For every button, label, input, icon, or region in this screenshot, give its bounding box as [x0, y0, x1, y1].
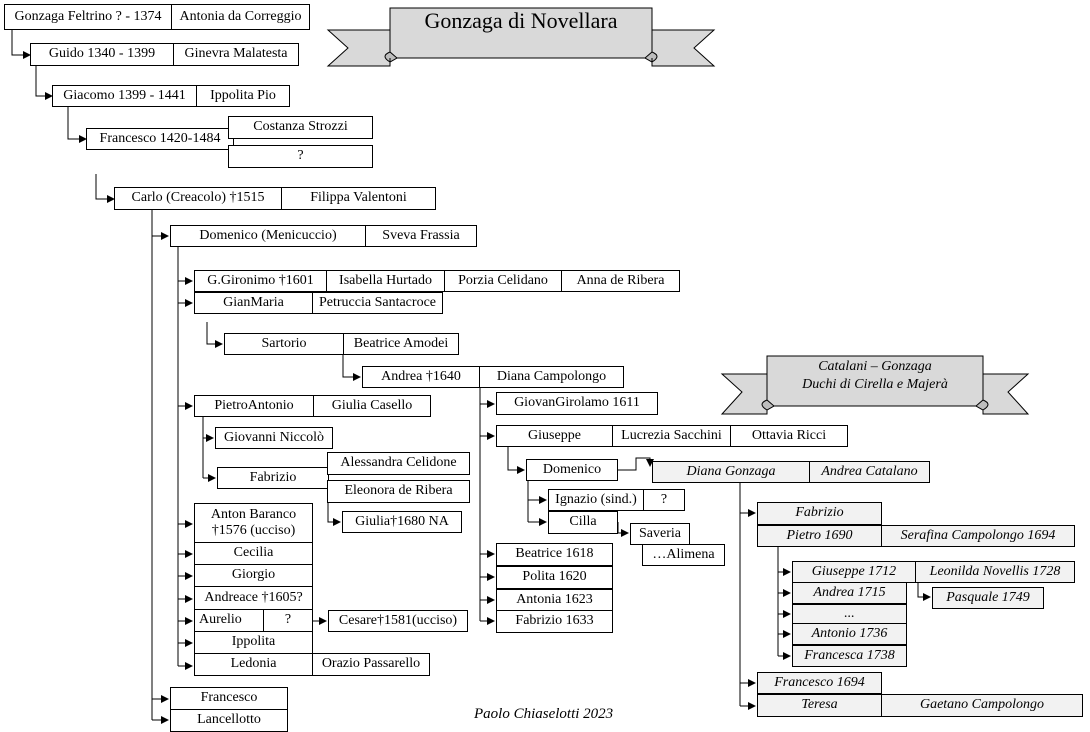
person-domenico-menicuccio: Domenico (Menicuccio): [170, 225, 366, 247]
spouse-antonia-correggio: Antonia da Correggio: [171, 4, 310, 30]
spouse-ippolita-pio: Ippolita Pio: [196, 85, 290, 107]
diagram-title: Gonzaga di Novellara: [424, 8, 618, 33]
author-credit: Paolo Chiaselotti 2023: [474, 706, 614, 722]
person-sartorio: Sartorio: [224, 333, 344, 355]
spouse-serafina-campolongo: Serafina Campolongo 1694: [881, 525, 1075, 547]
person-pasquale-1749: Pasquale 1749: [932, 587, 1044, 609]
person-pietroantonio: PietroAntonio: [194, 395, 314, 417]
person-diana-gonzaga: Diana Gonzaga: [652, 461, 810, 483]
person-teresa: Teresa: [757, 694, 882, 717]
person-giacomo: Giacomo 1399 - 1441: [52, 85, 197, 107]
spouse-giulia-casello: Giulia Casello: [313, 395, 431, 417]
spouse-petruccia-santacroce: Petruccia Santacroce: [312, 292, 443, 314]
person-fabrizio-catalani: Fabrizio: [757, 502, 882, 525]
spouse-ottavia-ricci: Ottavia Ricci: [730, 425, 848, 447]
person-beatrice-1618: Beatrice 1618: [496, 543, 613, 566]
spouse-lucrezia-sacchini: Lucrezia Sacchini: [612, 425, 731, 447]
person-cesare: Cesare†1581(ucciso): [328, 610, 468, 632]
person-giuseppe: Giuseppe: [496, 425, 613, 447]
person-andreace: Andreace †1605?: [194, 586, 313, 610]
person-giovanni-niccolo: Giovanni Niccolò: [215, 427, 333, 449]
person-francesco-1420: Francesco 1420-1484: [86, 128, 234, 150]
spouse-eleonora-de-ribera: Eleonora de Ribera: [327, 480, 470, 503]
person-andrea-1640: Andrea †1640: [362, 366, 480, 388]
spouse-ginevra-malatesta: Ginevra Malatesta: [173, 43, 299, 66]
person-domenico: Domenico: [526, 459, 618, 481]
person-giorgio: Giorgio: [194, 564, 313, 587]
person-giulia-1680: Giulia†1680 NA: [342, 511, 462, 533]
person-francesca-1738: Francesca 1738: [792, 645, 907, 667]
person-pietro-1690: Pietro 1690: [757, 525, 882, 547]
person-gonzaga-feltrino: Gonzaga Feltrino ? - 1374: [4, 4, 172, 30]
person-ledonia: Ledonia: [194, 653, 313, 676]
spouse-diana-campolongo: Diana Campolongo: [479, 366, 624, 388]
person-ignazio: Ignazio (sind.): [548, 489, 644, 511]
spouse-alimena: …Alimena: [642, 544, 725, 566]
spouse-aurelio-unknown: ?: [263, 609, 313, 632]
person-saveria: Saveria: [630, 523, 690, 545]
spouse-gaetano-campolongo: Gaetano Campolongo: [881, 694, 1083, 717]
person-aurelio: Aurelio: [194, 609, 264, 632]
person-guido: Guido 1340 - 1399: [30, 43, 174, 66]
catalani-subtitle-line2: Duchi di Cirella e Majerà: [802, 377, 948, 392]
catalani-subtitle-line1: Catalani – Gonzaga: [818, 359, 932, 374]
person-cecilia: Cecilia: [194, 542, 313, 565]
person-francesco: Francesco: [170, 687, 288, 710]
person-giuseppe-1712: Giuseppe 1712: [792, 561, 916, 583]
spouse-alessandra-celidone: Alessandra Celidone: [327, 452, 470, 475]
anton-baranco-name: Anton Baranco: [210, 506, 297, 522]
spouse-costanza-strozzi: Costanza Strozzi: [228, 116, 373, 139]
person-ellipsis: ...: [792, 604, 907, 624]
spouse-andrea-catalano: Andrea Catalano: [809, 461, 930, 483]
person-anton-baranco: Anton Baranco †1576 (ucciso): [194, 503, 313, 543]
anton-baranco-death: †1576 (ucciso): [211, 523, 296, 538]
spouse-unknown: ?: [228, 145, 373, 168]
spouse-sveva-frassia: Sveva Frassia: [365, 225, 477, 247]
person-francesco-1694: Francesco 1694: [757, 672, 882, 694]
spouse-filippa-valentoni: Filippa Valentoni: [281, 187, 436, 210]
spouse-leonilda-novellis: Leonilda Novellis 1728: [915, 561, 1075, 583]
person-fabrizio: Fabrizio: [217, 467, 329, 489]
spouse-orazio-passarello: Orazio Passarello: [312, 653, 430, 676]
person-giovangirolamo: GiovanGirolamo 1611: [496, 392, 658, 415]
catalani-banner: [720, 355, 1030, 415]
spouse-anna-de-ribera: Anna de Ribera: [561, 270, 680, 292]
person-lancellotto: Lancellotto: [170, 709, 288, 732]
spouse-beatrice-amodei: Beatrice Amodei: [343, 333, 459, 355]
person-andrea-1715: Andrea 1715: [792, 582, 907, 604]
person-antonio-1736: Antonio 1736: [792, 623, 907, 645]
person-gianmaria: GianMaria: [194, 292, 313, 314]
person-antonia-1623: Antonia 1623: [496, 589, 613, 612]
person-fabrizio-1633: Fabrizio 1633: [496, 610, 613, 633]
spouse-ignazio-unknown: ?: [643, 489, 685, 511]
spouse-isabella-hurtado: Isabella Hurtado: [326, 270, 445, 292]
spouse-porzia-celidano: Porzia Celidano: [444, 270, 562, 292]
title-banner: [326, 7, 716, 67]
person-g-gironimo: G.Gironimo †1601: [194, 270, 327, 292]
person-polita-1620: Polita 1620: [496, 566, 613, 589]
person-cilla: Cilla: [548, 511, 618, 534]
person-ippolita: Ippolita: [194, 631, 313, 654]
person-carlo: Carlo (Creacolo) †1515: [114, 187, 282, 210]
